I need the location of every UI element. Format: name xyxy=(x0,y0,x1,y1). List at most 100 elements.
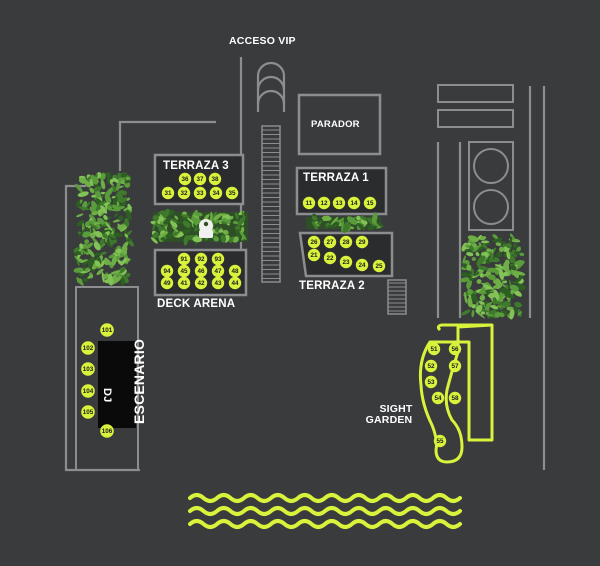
table-34[interactable]: 34 xyxy=(209,186,223,200)
table-36[interactable]: 36 xyxy=(178,172,192,186)
table-104[interactable]: 104 xyxy=(81,384,95,398)
table-43[interactable]: 43 xyxy=(211,276,225,290)
leaf xyxy=(112,204,121,212)
leaf xyxy=(498,269,504,281)
table-33[interactable]: 33 xyxy=(193,186,207,200)
table-number: 104 xyxy=(83,388,94,395)
leaf xyxy=(460,309,471,316)
leaf xyxy=(367,217,376,227)
table-25[interactable]: 25 xyxy=(372,259,386,273)
escenario-label: ESCENARIO xyxy=(131,338,147,424)
table-number: 94 xyxy=(163,268,171,275)
table-46[interactable]: 46 xyxy=(194,264,208,278)
leaf xyxy=(84,242,94,250)
speaker-upper xyxy=(473,148,509,184)
table-32[interactable]: 32 xyxy=(177,186,191,200)
table-44[interactable]: 44 xyxy=(228,276,242,290)
table-26[interactable]: 26 xyxy=(307,235,321,249)
table-circle xyxy=(424,375,438,389)
leaf xyxy=(78,177,88,184)
leaf xyxy=(462,255,466,264)
table-91[interactable]: 91 xyxy=(177,252,191,266)
table-number: 54 xyxy=(434,395,442,402)
table-94[interactable]: 94 xyxy=(160,264,174,278)
leaf xyxy=(326,224,337,228)
leaf xyxy=(480,286,486,296)
table-51[interactable]: 51 xyxy=(427,342,441,356)
table-35[interactable]: 35 xyxy=(225,186,239,200)
table-42[interactable]: 42 xyxy=(194,276,208,290)
terraza-1-label: TERRAZA 1 xyxy=(303,172,369,184)
leaf xyxy=(499,306,504,311)
table-12[interactable]: 12 xyxy=(317,196,331,210)
leaf xyxy=(509,236,513,244)
leaf xyxy=(503,261,510,272)
table-38[interactable]: 38 xyxy=(208,172,222,186)
table-22[interactable]: 22 xyxy=(323,251,337,265)
table-92[interactable]: 92 xyxy=(194,252,208,266)
table-21[interactable]: 21 xyxy=(307,248,321,262)
table-102[interactable]: 102 xyxy=(81,341,95,355)
leaf xyxy=(111,256,117,267)
table-number: 37 xyxy=(196,176,204,183)
table-41[interactable]: 41 xyxy=(177,276,191,290)
table-101[interactable]: 101 xyxy=(100,323,114,337)
leaf xyxy=(77,191,89,197)
table-29[interactable]: 29 xyxy=(355,235,369,249)
table-number: 26 xyxy=(310,239,318,246)
table-45[interactable]: 45 xyxy=(177,264,191,278)
leaf xyxy=(111,276,122,285)
leaf xyxy=(475,301,479,310)
table-number: 34 xyxy=(212,190,220,197)
table-53[interactable]: 53 xyxy=(424,375,438,389)
table-14[interactable]: 14 xyxy=(347,196,361,210)
leaf xyxy=(498,303,504,306)
table-106[interactable]: 106 xyxy=(100,424,114,438)
table-57[interactable]: 57 xyxy=(448,359,462,373)
table-56[interactable]: 56 xyxy=(448,342,462,356)
table-circle xyxy=(81,362,95,376)
table-49[interactable]: 49 xyxy=(160,276,174,290)
table-47[interactable]: 47 xyxy=(211,264,225,278)
leaf xyxy=(166,231,173,240)
table-55[interactable]: 55 xyxy=(433,434,447,448)
table-number: 51 xyxy=(430,346,438,353)
leaf xyxy=(485,313,494,317)
table-37[interactable]: 37 xyxy=(193,172,207,186)
table-13[interactable]: 13 xyxy=(332,196,346,210)
table-31[interactable]: 31 xyxy=(161,186,175,200)
table-58[interactable]: 58 xyxy=(448,391,462,405)
leaf xyxy=(78,206,90,211)
table-52[interactable]: 52 xyxy=(424,359,438,373)
table-number: 23 xyxy=(342,259,350,266)
table-27[interactable]: 27 xyxy=(323,235,337,249)
table-15[interactable]: 15 xyxy=(363,196,377,210)
leaf xyxy=(85,201,91,208)
table-11[interactable]: 11 xyxy=(302,196,316,210)
leaf xyxy=(346,216,358,225)
leaf xyxy=(100,251,107,256)
table-circle xyxy=(307,248,321,262)
table-24[interactable]: 24 xyxy=(355,258,369,272)
table-28[interactable]: 28 xyxy=(339,235,353,249)
table-93[interactable]: 93 xyxy=(211,252,225,266)
table-circle xyxy=(228,276,242,290)
table-number: 31 xyxy=(164,190,172,197)
leaf xyxy=(76,213,84,218)
table-23[interactable]: 23 xyxy=(339,255,353,269)
table-number: 106 xyxy=(102,428,113,435)
table-54[interactable]: 54 xyxy=(431,391,445,405)
escenario-area xyxy=(75,286,139,471)
leaf xyxy=(170,220,178,228)
leaf xyxy=(356,215,361,221)
table-circle xyxy=(81,384,95,398)
leaf xyxy=(79,243,84,249)
wall-left-top xyxy=(118,120,216,171)
leaf xyxy=(222,229,229,235)
table-48[interactable]: 48 xyxy=(228,264,242,278)
table-circle xyxy=(160,276,174,290)
leaf xyxy=(334,221,340,226)
table-103[interactable]: 103 xyxy=(81,362,95,376)
table-105[interactable]: 105 xyxy=(81,405,95,419)
